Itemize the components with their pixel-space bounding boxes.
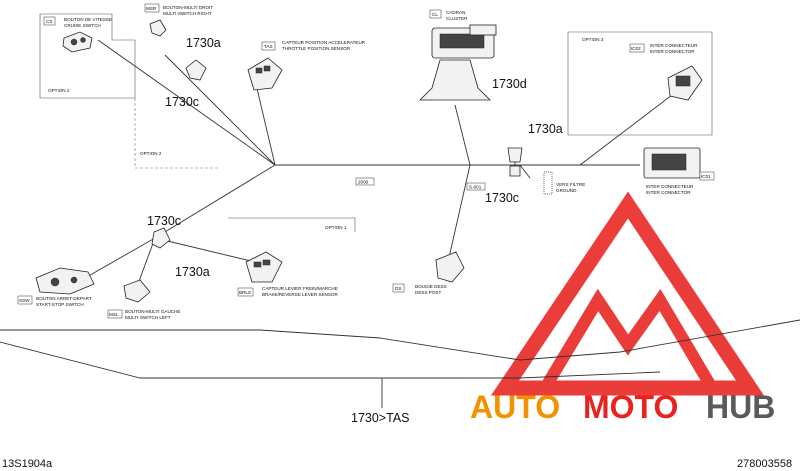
msl-label-en: MULTI-SWITCH LEFT	[125, 315, 171, 320]
cluster-tag: CL	[432, 12, 438, 17]
wire-tag-2: S-001	[469, 185, 482, 190]
multi-switch-right: MSR BOUTON-MULTI DROIT MULTI-SWITCH RIGH…	[144, 3, 213, 37]
splice-top-left: 1730a 1730c	[165, 36, 221, 109]
cluster-label-en: CLUSTER	[446, 16, 468, 21]
footer-left-code: 13S1904a	[2, 458, 53, 470]
lever-tag: BRLS	[239, 290, 251, 295]
msr-label-fr: BOUTON-MULTI DROIT	[163, 5, 213, 10]
dess-label-en: DESS POST	[415, 290, 441, 295]
lever-label-fr: CAPTEUR LEVIER FREIN/MARCHE	[262, 286, 338, 291]
multi-switch-left: MSL BOUTON-MULTI GAUCHE MULTI-SWITCH LEF…	[107, 279, 180, 320]
ref-1730a-left: 1730a	[175, 265, 210, 279]
option-3-label: OPTION 3	[582, 37, 604, 42]
brake-label-fr: VERS FILTRE	[556, 182, 585, 187]
watermark-wordmark: AUTO MOTO HUB	[470, 389, 775, 425]
cruise-switch-label-en: CRUISE SWITCH	[64, 23, 101, 28]
cluster-label-fr: CADRAN	[446, 10, 465, 15]
cruise-switch-label-fr: BOUTON DE VITESSE	[64, 17, 112, 22]
ref-1730c-top: 1730c	[165, 95, 199, 109]
harness-label: 1730>TAS	[351, 411, 410, 425]
watermark-auto: AUTO	[470, 389, 560, 425]
inter-connector-right: IC01 INTER CONNECTEUR INTER CONNECTOR	[643, 147, 715, 195]
main-harness-wires	[0, 39, 800, 408]
cruise-switch: CS BOUTON DE VITESSE CRUISE SWITCH	[43, 16, 112, 53]
brake-label-en: GROUND	[556, 188, 577, 193]
msl-label-fr: BOUTON-MULTI GAUCHE	[125, 309, 180, 314]
dess-label-fr: BOUGIE DESS	[415, 284, 447, 289]
ref-1730a-right: 1730a	[528, 122, 563, 136]
start-label-en: START-STOP SWITCH	[36, 302, 84, 307]
option-2-vertical-label: OPTION 2	[140, 151, 162, 156]
splice-right: 1730a 1730c VERS FILTRE GROUND	[485, 122, 585, 205]
option-regions	[39, 13, 713, 232]
option-labels: OPTION 2 OPTION 2 OPTION 1 OPTION 3	[48, 37, 604, 230]
inter-right-label-en: INTER CONNECTOR	[646, 190, 691, 195]
msr-tag: MSR	[146, 6, 157, 11]
msr-label-en: MULTI-SWITCH RIGHT	[163, 11, 212, 16]
ref-1730c-right: 1730c	[485, 191, 519, 205]
option-1-label: OPTION 1	[325, 225, 347, 230]
tas-label-en: THROTTLE POSITION SENSOR	[282, 46, 351, 51]
inter-connector-top: IC02 INTER CONNECTEUR INTER CONNECTOR	[629, 43, 703, 101]
inter-top-label-en: INTER CONNECTOR	[650, 49, 695, 54]
watermark-logo	[490, 191, 765, 396]
wire-tags: 2000 S-001	[355, 177, 486, 191]
dess-tag: DS	[395, 286, 401, 291]
cluster: CL CADRAN CLUSTER 1730d	[419, 9, 527, 101]
msl-tag: MSL	[109, 312, 119, 317]
start-stop-switch: SSW BOUTON ARRET-DEPART START-STOP SWITC…	[17, 267, 95, 307]
cruise-switch-tag: CS	[46, 19, 52, 24]
inter-top-label-fr: INTER CONNECTEUR	[650, 43, 698, 48]
footer-right-code: 278003558	[737, 458, 792, 470]
inter-top-tag: IC02	[631, 46, 641, 51]
tas-label-fr: CAPTEUR POSITION ACCELERATEUR	[282, 40, 366, 45]
throttle-sensor: TAS CAPTEUR POSITION ACCELERATEUR THROTT…	[247, 40, 366, 91]
tas-tag: TAS	[264, 44, 273, 49]
inter-right-tag: IC01	[701, 174, 711, 179]
start-label-fr: BOUTON ARRET-DEPART	[36, 296, 92, 301]
lever-label-en: BRAKE/REVERSE LEVER SENSOR	[262, 292, 339, 297]
dess-post: DS BOUGIE DESS DESS POST	[392, 251, 465, 295]
inter-right-label-fr: INTER CONNECTEUR	[646, 184, 694, 189]
wire-tag-1: 2000	[358, 180, 369, 185]
watermark-hub: HUB	[706, 389, 775, 425]
option-2-label: OPTION 2	[48, 88, 70, 93]
ref-1730c-left: 1730c	[147, 214, 181, 228]
ref-1730d: 1730d	[492, 77, 527, 91]
start-tag: SSW	[19, 298, 30, 303]
brake-lever-sensor: BRLS CAPTEUR LEVIER FREIN/MARCHE BRAKE/R…	[237, 251, 339, 297]
watermark-moto: MOTO	[583, 389, 678, 425]
splice-left: 1730c 1730a	[147, 214, 210, 279]
ref-1730a-top: 1730a	[186, 36, 221, 50]
